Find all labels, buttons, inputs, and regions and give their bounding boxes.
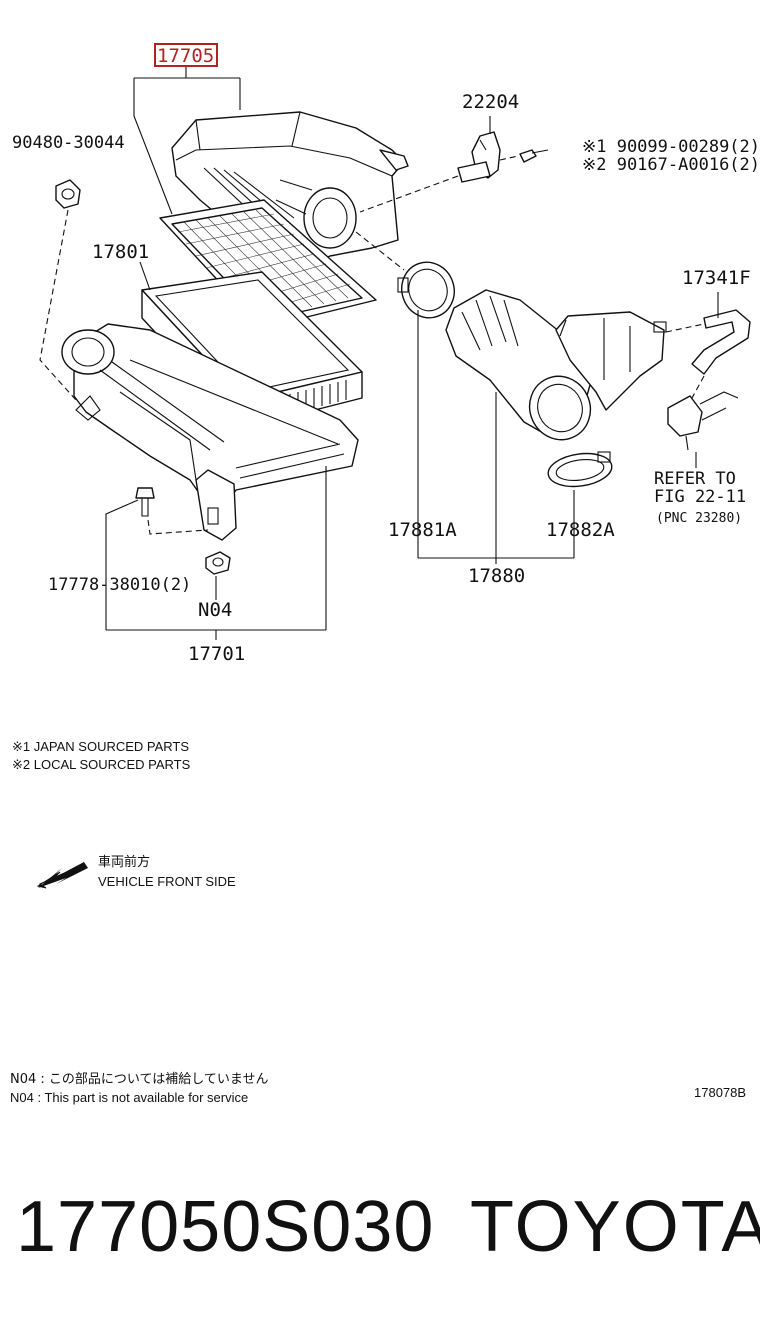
label-case[interactable]: 17701 bbox=[188, 643, 245, 665]
label-clamp-a[interactable]: 17881A bbox=[388, 519, 457, 541]
air-cleaner-cap-drawing bbox=[171, 111, 409, 271]
screw-drawing bbox=[519, 149, 549, 163]
dashed-line bbox=[499, 155, 519, 161]
note-front-jp: 車両前方 bbox=[98, 854, 150, 870]
label-inlet-hose[interactable]: 17880 bbox=[468, 565, 525, 587]
leader-line bbox=[105, 466, 327, 640]
highlight-box bbox=[154, 43, 218, 67]
note-japan-sourced: ※1 JAPAN SOURCED PARTS bbox=[12, 739, 189, 754]
label-nut[interactable]: N04 bbox=[198, 599, 232, 621]
label-air-cleaner-cap[interactable]: 17705 bbox=[157, 45, 214, 67]
hose-drawing bbox=[667, 309, 751, 451]
figure-code: 178078B bbox=[694, 1085, 746, 1100]
leader-line bbox=[417, 310, 575, 564]
air-cleaner-case-drawing bbox=[61, 323, 359, 541]
mass-air-flow-sensor-drawing bbox=[457, 131, 501, 183]
footer-brand: TOYOTA bbox=[470, 1187, 760, 1267]
label-screw-2[interactable]: ※2 90167-A0016(2) bbox=[582, 155, 760, 175]
label-grommet[interactable]: 90480-30044 bbox=[12, 133, 125, 153]
dashed-line bbox=[355, 231, 405, 271]
label-refer-2: FIG 22-11 bbox=[654, 487, 746, 507]
note-front-en: VEHICLE FRONT SIDE bbox=[98, 874, 236, 889]
front-direction-arrow-icon bbox=[38, 862, 88, 888]
label-mass-air-flow-sensor[interactable]: 22204 bbox=[462, 91, 519, 113]
label-clamp-b[interactable]: 17882A bbox=[546, 519, 615, 541]
label-element[interactable]: 17801 bbox=[92, 241, 149, 263]
label-refer-1: REFER TO bbox=[654, 469, 736, 489]
label-screw-1[interactable]: ※1 90099-00289(2) bbox=[582, 137, 760, 157]
label-hose[interactable]: 17341F bbox=[682, 267, 751, 289]
dashed-line bbox=[665, 323, 705, 333]
bolt-drawing bbox=[135, 487, 155, 517]
clamp-b-drawing bbox=[547, 451, 613, 488]
footer: 177050S030 TOYOTA bbox=[0, 1180, 760, 1290]
note-n04-en: N04 : This part is not available for ser… bbox=[10, 1090, 248, 1105]
footer-part-number: 177050S030 bbox=[16, 1187, 435, 1267]
inlet-hose-drawing bbox=[445, 289, 667, 441]
filter-mesh-drawing bbox=[159, 199, 377, 329]
grommet-drawing bbox=[55, 179, 81, 209]
dashed-line bbox=[39, 209, 77, 401]
dashed-line bbox=[691, 375, 705, 399]
leader-line bbox=[139, 261, 151, 291]
clamp-a-drawing bbox=[397, 261, 455, 319]
dashed-line bbox=[359, 175, 459, 213]
note-local-sourced: ※2 LOCAL SOURCED PARTS bbox=[12, 757, 191, 772]
label-refer-3: (PNC 23280) bbox=[656, 511, 742, 526]
label-bolt[interactable]: 17778-38010(2) bbox=[48, 575, 191, 595]
note-n04-jp: N04 : この部品については補給していません bbox=[10, 1072, 268, 1087]
dashed-line bbox=[147, 519, 209, 535]
leader-line bbox=[133, 66, 241, 215]
nut-drawing bbox=[205, 551, 231, 575]
